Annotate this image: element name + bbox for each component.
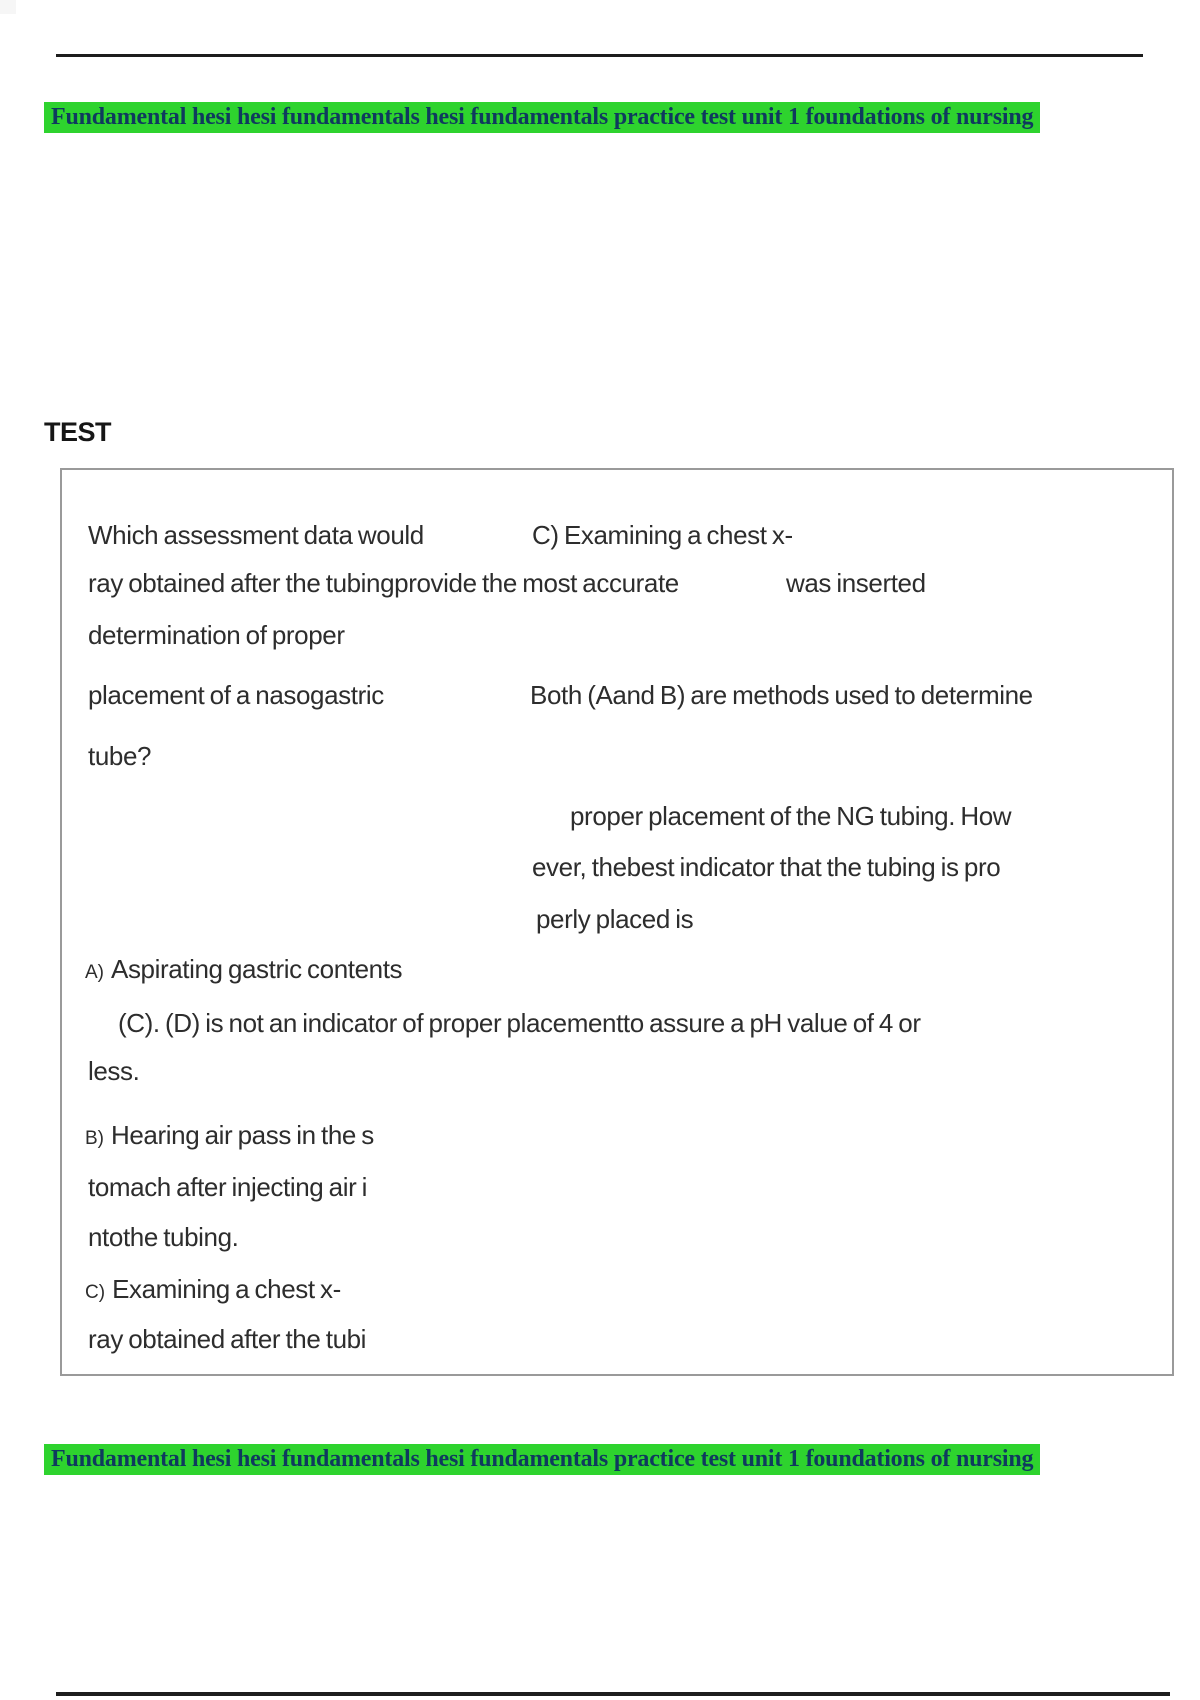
explanation-line-4: perly placed is (536, 904, 694, 934)
option-b-line-2: tomach after injecting air i (88, 1172, 368, 1202)
option-c-line-2: ray obtained after the tubi (88, 1324, 367, 1354)
scan-artifact (0, 0, 16, 14)
question-line-2: ray obtained after the tubingprovide the… (88, 568, 679, 598)
option-a: A) Aspirating gastric contents (85, 954, 403, 986)
option-b: B) Hearing air pass in the s (85, 1122, 374, 1152)
explanation-line-6: less. (88, 1056, 140, 1086)
section-heading-test: TEST (44, 417, 112, 447)
question-line-3: determination of proper (88, 620, 345, 650)
bottom-divider-rule (56, 1692, 1170, 1696)
option-c: C) Examining a chest x- (85, 1276, 341, 1306)
answer-c-fragment: C) Examining a chest x- (532, 520, 793, 550)
question-line-5: tube? (88, 741, 152, 771)
highlighted-document-title-bottom: Fundamental hesi hesi fundamentals hesi … (44, 1444, 1041, 1475)
question-line-2b: was inserted (786, 568, 926, 598)
question-box: Which assessment data would C) Examining… (60, 468, 1174, 1376)
option-b-letter: B) (85, 1128, 104, 1149)
option-c-text: Examining a chest x- (112, 1274, 341, 1304)
question-line-4: placement of a nasogastric (88, 680, 384, 710)
explanation-line-1: Both (Aand B) are methods used to determ… (530, 680, 1033, 710)
highlighted-document-title-top: Fundamental hesi hesi fundamentals hesi … (44, 102, 1041, 133)
option-c-letter: C) (85, 1282, 106, 1303)
question-line-1: Which assessment data would (88, 520, 424, 550)
option-b-text: Hearing air pass in the s (111, 1120, 374, 1150)
explanation-line-3: ever, thebest indicator that the tubing … (532, 852, 1001, 882)
explanation-line-2: proper placement of the NG tubing. How (570, 801, 1012, 831)
top-divider-rule (56, 54, 1143, 57)
option-a-text: Aspirating gastric contents (111, 954, 403, 984)
explanation-line-5: (C). (D) is not an indicator of proper p… (118, 1008, 921, 1038)
option-a-letter: A) (85, 962, 104, 983)
option-b-line-3: ntothe tubing. (88, 1222, 239, 1252)
